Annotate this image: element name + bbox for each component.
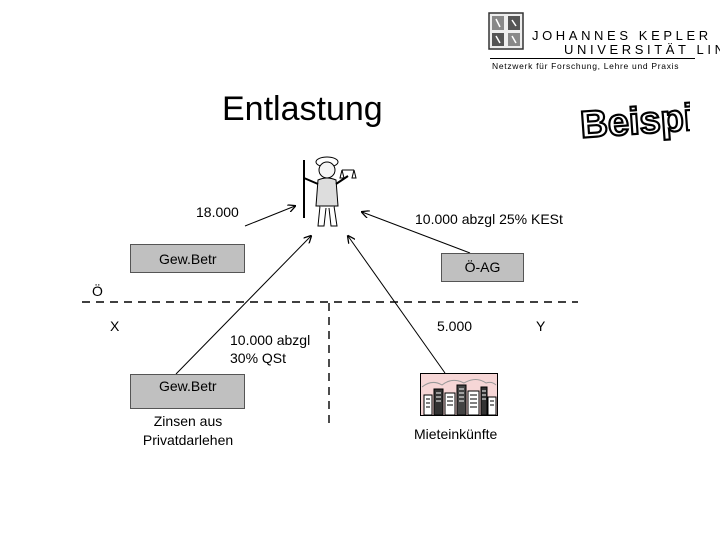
amount-5000: 5.000 <box>437 318 473 334</box>
amount-qst-line1: 10.000 abzgl <box>230 332 311 348</box>
amount-18000: 18.000 <box>196 204 239 220</box>
beispiel-text: Beispiel <box>579 95 690 144</box>
gewbetr-box-austria: Gew.Betr <box>130 244 245 273</box>
arrow-city-to-judge <box>348 236 446 374</box>
country-label-oe: Ö <box>92 283 103 299</box>
slide-title: Entlastung <box>222 90 383 128</box>
amount-kest: 10.000 abzgl 25% KESt <box>415 211 563 227</box>
university-crest-icon <box>488 12 524 50</box>
university-name-line1: JOHANNES KEPLER <box>532 28 712 43</box>
city-buildings-icon <box>420 373 498 416</box>
arrow-oeag-to-judge <box>362 212 471 254</box>
header-divider <box>490 58 695 59</box>
zinsen-label: Zinsen aus Privatdarlehen <box>131 412 245 450</box>
beispiel-badge: Beispiel <box>578 94 690 144</box>
tax-judge-figure-icon <box>303 156 357 227</box>
country-label-x: X <box>110 318 120 334</box>
gewbetr-box-foreign: Gew.Betr <box>130 374 245 409</box>
arrow-gewbetr-to-judge <box>244 206 295 227</box>
zinsen-line2: Privatdarlehen <box>142 432 234 448</box>
university-name-line2: UNIVERSITÄT LINZ <box>564 42 720 57</box>
amount-qst: 10.000 abzgl 30% QSt <box>230 331 310 367</box>
university-tagline: Netzwerk für Forschung, Lehre und Praxis <box>492 61 680 71</box>
country-label-y: Y <box>536 318 546 334</box>
arrow-bottom-gewbetr-to-judge <box>175 236 311 375</box>
zinsen-line1: Zinsen aus <box>153 413 223 429</box>
oeag-box: Ö-AG <box>441 253 524 282</box>
amount-qst-line2: 30% QSt <box>230 350 287 366</box>
mieteinkuenfte-label: Mieteinkünfte <box>414 426 498 442</box>
